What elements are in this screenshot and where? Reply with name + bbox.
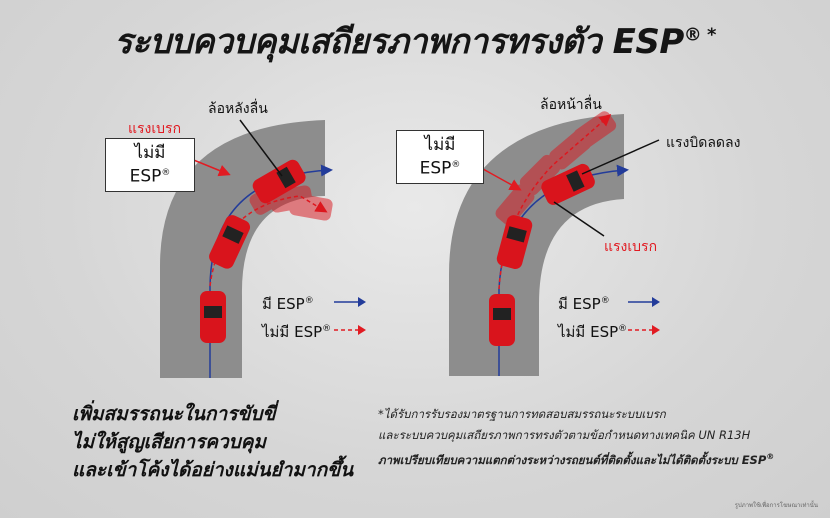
right-legend-blue-arrow (628, 297, 660, 307)
left-callout-line1: ไม่มี (134, 143, 166, 163)
left-legend-with-sup: ® (304, 296, 314, 306)
right-callout-line2: ESP (419, 158, 452, 179)
left-callout-no-esp: ไม่มี ESP® (105, 138, 195, 192)
left-car-top (252, 159, 306, 204)
right-legend-without-label: ไม่มี ESP (558, 323, 619, 341)
title-text: ระบบควบคุมเสถียรภาพการทรงตัว ESP (114, 22, 684, 62)
left-legend-without-label: ไม่มี ESP (262, 323, 323, 341)
footnote: รูปภาพใช้เพื่อการโฆษณาเท่านั้น (734, 502, 818, 509)
right-car-top (541, 163, 595, 205)
disclaimer-text: *ได้รับการรับรองมาตรฐานการทดสอบสมรรถนะระ… (378, 404, 774, 471)
right-label-torque-reduce: แรงบิดลดลง (666, 135, 741, 151)
left-legend-red-arrow (334, 325, 366, 335)
right-callout-line1: ไม่มี (424, 135, 456, 155)
right-legend-without-sup: ® (618, 324, 628, 334)
benefit-line3: และเข้าโค้งได้อย่างแม่นยำมากขึ้น (72, 459, 354, 481)
left-label-rear-skid: ล้อหลังลื่น (208, 101, 268, 117)
right-legend-red-arrow (628, 325, 660, 335)
right-label-brake: แรงเบรก (604, 239, 658, 255)
right-callout-sup: ® (451, 160, 461, 170)
right-legend-with-sup: ® (600, 296, 610, 306)
left-label-brake: แรงเบรก (128, 121, 182, 137)
right-diagram (449, 111, 660, 376)
disclaimer-line1: *ได้รับการรับรองมาตรฐานการทดสอบสมรรถนะระ… (378, 407, 666, 421)
page-title: ระบบควบคุมเสถียรภาพการทรงตัว ESP® * (0, 14, 830, 68)
benefit-line2: ไม่ให้สูญเสียการควบคุม (72, 431, 266, 453)
right-legend-with-label: มี ESP (558, 295, 601, 313)
title-sup: ® * (683, 24, 717, 46)
left-car-bottom (200, 291, 226, 343)
disclaimer-sup: ® (766, 452, 775, 461)
disclaimer-line3: ภาพเปรียบเทียบความแตกต่างระหว่างรถยนต์ที… (378, 452, 767, 467)
left-legend-with-esp: มี ESP® (262, 292, 314, 316)
right-car-bottom (489, 294, 515, 346)
left-legend-blue-arrow (334, 297, 366, 307)
benefit-line1: เพิ่มสมรรถนะในการขับขี่ (72, 403, 276, 425)
benefit-text: เพิ่มสมรรถนะในการขับขี่ ไม่ให้สูญเสียการ… (72, 400, 353, 484)
left-callout-sup: ® (161, 168, 171, 178)
right-car-middle (496, 215, 533, 269)
left-diagram (150, 119, 333, 378)
right-callout-no-esp: ไม่มี ESP® (396, 130, 484, 184)
left-legend-with-label: มี ESP (262, 295, 305, 313)
left-legend-without-esp: ไม่มี ESP® (262, 320, 331, 344)
left-car-middle (209, 215, 251, 269)
right-legend-with-esp: มี ESP® (558, 292, 610, 316)
right-legend-without-esp: ไม่มี ESP® (558, 320, 627, 344)
left-legend-without-sup: ® (322, 324, 332, 334)
right-label-front-skid: ล้อหน้าลื่น (540, 97, 602, 113)
left-callout-line2: ESP (129, 166, 162, 187)
disclaimer-line2: และระบบควบคุมเสถียรภาพการทรงตัวตามข้อกำห… (378, 428, 751, 442)
